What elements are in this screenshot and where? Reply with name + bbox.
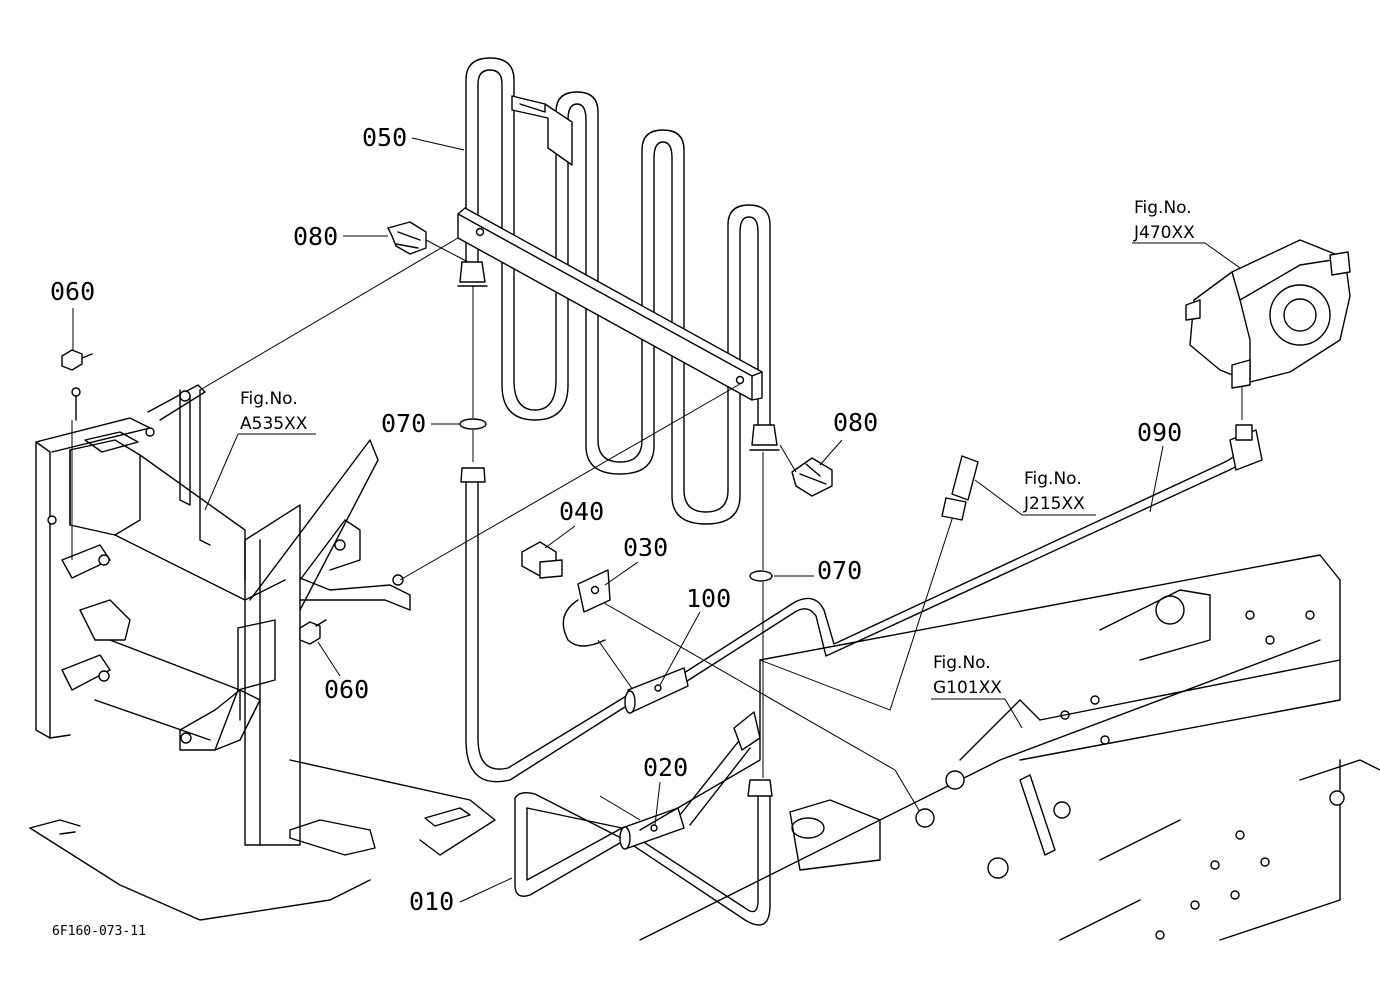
bolt-upper (61, 349, 93, 371)
label-040: 040 (559, 497, 604, 526)
label-090: 090 (1137, 418, 1182, 447)
label-010: 010 (409, 887, 454, 916)
figure-refs: Fig.No. A535XX Fig.No. J470XX Fig.No. J2… (204, 198, 1241, 729)
svg-text:G101XX: G101XX (933, 678, 1002, 698)
label-020: 020 (643, 753, 688, 782)
pipe-assembly-100 (460, 461, 1226, 783)
svg-text:Fig.No.: Fig.No. (240, 389, 298, 409)
o-ring-right (749, 570, 773, 582)
clamp-030 (562, 569, 611, 647)
clamp-right (791, 457, 833, 497)
bolt-lower (299, 619, 327, 645)
label-080-right: 080 (833, 408, 878, 437)
label-060-upper: 060 (50, 277, 95, 306)
label-080-left: 080 (293, 222, 338, 251)
fig-ref-g101: Fig.No. G101XX (931, 653, 1023, 729)
label-030: 030 (623, 533, 668, 562)
clamp-left (387, 221, 427, 255)
svg-text:J215XX: J215XX (1023, 494, 1085, 514)
svg-text:J470XX: J470XX (1133, 223, 1195, 243)
label-070-left: 070 (381, 409, 426, 438)
svg-text:Fig.No.: Fig.No. (933, 653, 991, 673)
fig-ref-j215: Fig.No. J215XX (974, 469, 1096, 516)
fitting-040 (521, 541, 563, 579)
svg-text:Fig.No.: Fig.No. (1134, 198, 1192, 218)
label-100: 100 (686, 584, 731, 613)
fig-ref-j470: Fig.No. J470XX (1132, 198, 1241, 269)
svg-text:A535XX: A535XX (240, 414, 308, 434)
o-ring-left (459, 418, 487, 430)
floor-plate (29, 759, 496, 921)
fig-ref-a535: Fig.No. A535XX (204, 389, 316, 511)
chassis-frame (639, 554, 1380, 941)
hose-fitting (941, 455, 979, 521)
label-060-lower: 060 (324, 675, 369, 704)
compressor-unit (1185, 239, 1351, 389)
drawing-code: 6F160-073-11 (52, 924, 146, 939)
label-070-right: 070 (817, 556, 862, 585)
part-labels: 050 080 060 070 080 090 040 030 070 100 … (50, 123, 1182, 916)
pipe-assembly-010 (514, 711, 773, 926)
pipe-assembly-090 (1224, 424, 1263, 473)
leader-lines (71, 237, 1243, 821)
svg-text:Fig.No.: Fig.No. (1024, 469, 1082, 489)
label-050: 050 (362, 123, 407, 152)
mounting-bracket-frame (35, 384, 411, 846)
